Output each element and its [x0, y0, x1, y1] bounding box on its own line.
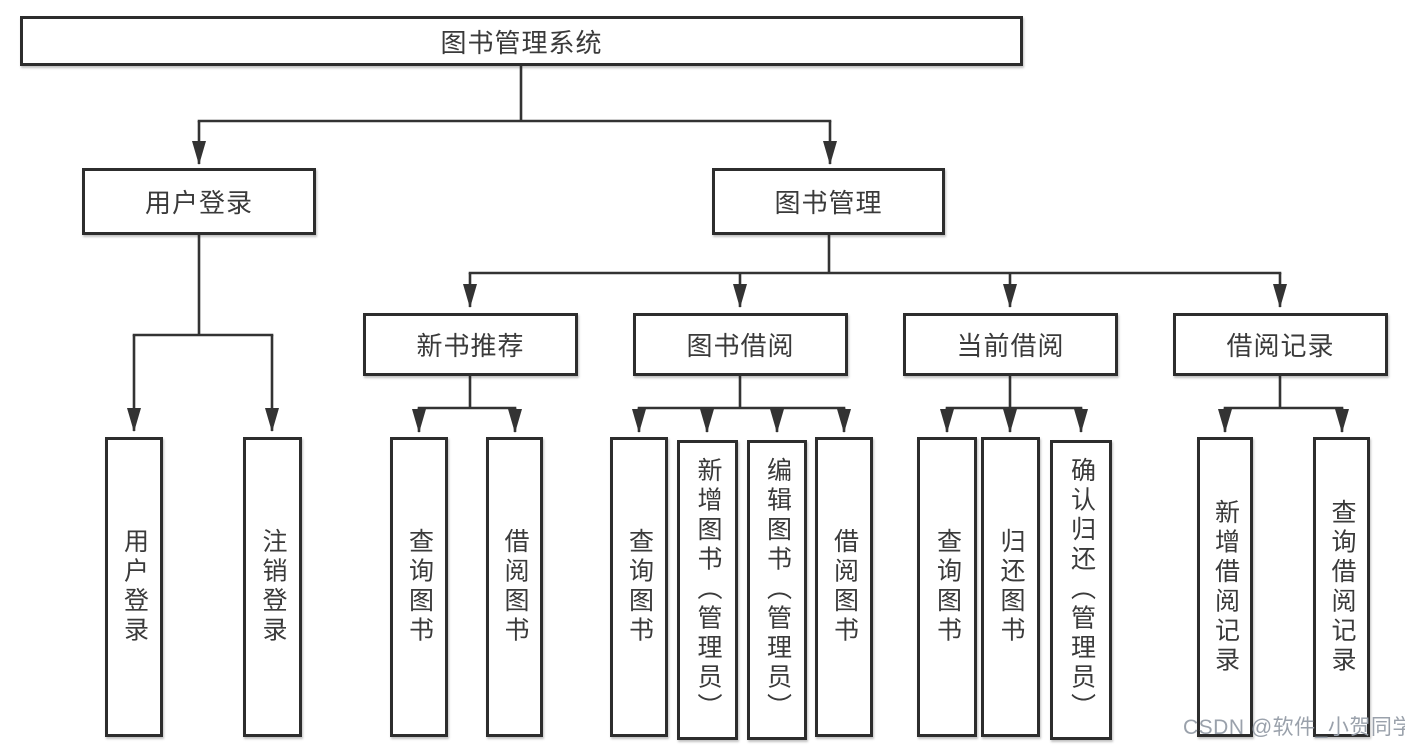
leaf-query-book-1: 查询图书 — [390, 437, 448, 737]
leaf-return-book: 归还图书 — [981, 437, 1040, 737]
leaf-edit-book-admin: 编辑图书（管理员） — [747, 440, 807, 740]
leaf-query-borrow-record: 查询借阅记录 — [1313, 437, 1370, 737]
node-borrow-records: 借阅记录 — [1173, 313, 1388, 376]
node-new-book-recommend: 新书推荐 — [363, 313, 578, 376]
leaf-confirm-return-admin: 确认归还（管理员） — [1050, 440, 1112, 740]
node-book-management: 图书管理 — [712, 168, 945, 235]
leaf-query-book-3: 查询图书 — [917, 437, 977, 737]
leaf-logout: 注销登录 — [243, 437, 302, 737]
node-root: 图书管理系统 — [20, 16, 1023, 66]
leaf-query-book-2: 查询图书 — [610, 437, 668, 737]
leaf-add-borrow-record: 新增借阅记录 — [1197, 437, 1253, 737]
node-book-borrow: 图书借阅 — [633, 313, 848, 376]
leaf-borrow-book-2: 借阅图书 — [815, 437, 873, 737]
leaf-user-login: 用户登录 — [105, 437, 163, 737]
leaf-add-book-admin: 新增图书（管理员） — [677, 440, 738, 740]
node-user-login: 用户登录 — [82, 168, 316, 235]
node-current-borrow: 当前借阅 — [903, 313, 1118, 376]
watermark: CSDN @软件_小贺同学 — [1183, 716, 1405, 739]
leaf-borrow-book-1: 借阅图书 — [486, 437, 543, 737]
